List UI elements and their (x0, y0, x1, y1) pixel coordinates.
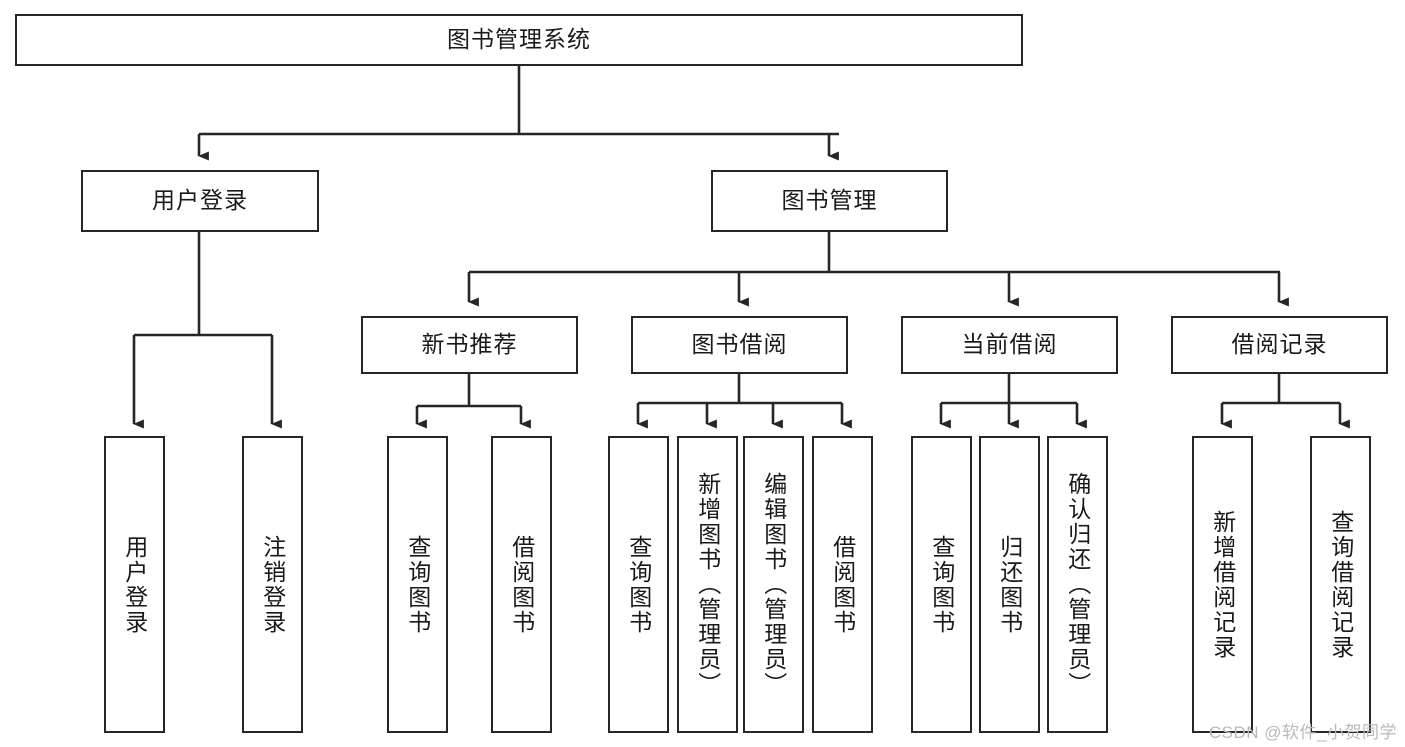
leaf-borrow-books-new-book[interactable]: 借阅图书 (491, 436, 552, 733)
node-user-login[interactable]: 用户登录 (81, 170, 319, 232)
leaf-query-borrow-record[interactable]: 查询借阅记录 (1310, 436, 1371, 733)
leaf-query-books-current[interactable]: 查询图书 (911, 436, 972, 733)
leaf-return-books[interactable]: 归还图书 (979, 436, 1040, 733)
node-book-management[interactable]: 图书管理 (711, 170, 948, 232)
leaf-query-books-borrow[interactable]: 查询图书 (608, 436, 669, 733)
node-book-borrowing[interactable]: 图书借阅 (631, 316, 848, 374)
leaf-logout-login[interactable]: 注销登录 (242, 436, 303, 733)
leaf-borrow-books[interactable]: 借阅图书 (812, 436, 873, 733)
leaf-user-login[interactable]: 用户登录 (104, 436, 165, 733)
node-new-book-recommendation[interactable]: 新书推荐 (361, 316, 578, 374)
leaf-add-borrow-record[interactable]: 新增借阅记录 (1192, 436, 1253, 733)
csdn-watermark: CSDN @软件_小贺同学 (1208, 723, 1397, 742)
node-current-borrowing[interactable]: 当前借阅 (901, 316, 1118, 374)
node-borrowing-records[interactable]: 借阅记录 (1171, 316, 1388, 374)
leaf-confirm-return-admin[interactable]: 确认归还（管理员） (1047, 436, 1108, 733)
leaf-add-book-admin[interactable]: 新增图书（管理员） (677, 436, 738, 733)
leaf-edit-book-admin[interactable]: 编辑图书（管理员） (743, 436, 804, 733)
node-root-book-management-system[interactable]: 图书管理系统 (15, 14, 1023, 66)
leaf-query-books-new-book[interactable]: 查询图书 (387, 436, 448, 733)
